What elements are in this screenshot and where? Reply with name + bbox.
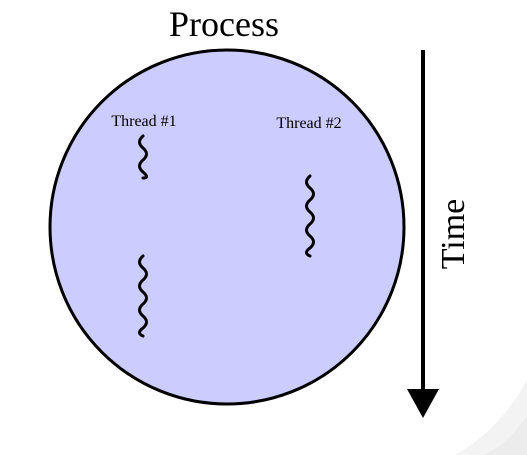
diagram-title: Process <box>169 4 279 44</box>
process-circle <box>48 48 406 406</box>
thread-1-label: Thread #1 <box>111 113 176 130</box>
time-arrow-head <box>407 389 439 418</box>
thread-1-squiggle-upper <box>138 134 148 180</box>
corner-shading <box>455 380 527 455</box>
thread-2-squiggle <box>305 174 315 258</box>
thread-2-label: Thread #2 <box>276 115 341 132</box>
thread-1-squiggle-lower <box>138 254 148 338</box>
time-label: Time <box>435 199 472 270</box>
